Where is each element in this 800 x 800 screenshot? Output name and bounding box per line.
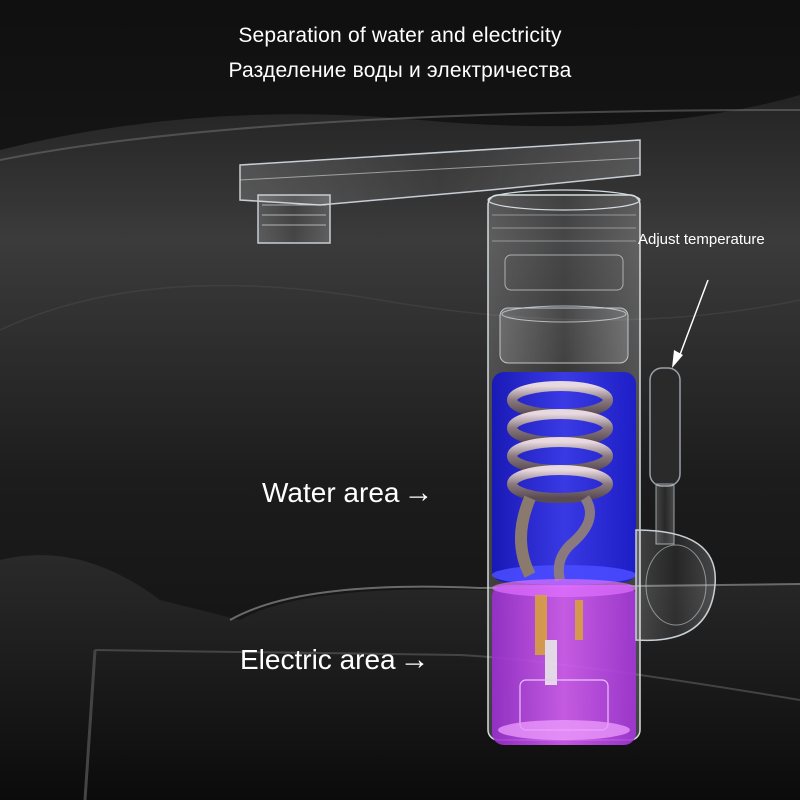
heating-coil [507,381,613,582]
water-area-label: Water area→ [262,476,433,510]
electric-zone [492,585,636,745]
adjust-temperature-label: Adjust temperature [638,231,765,248]
pointer-arrow-icon [672,279,709,368]
temperature-knob [635,367,716,642]
electric-area-text: Electric area [240,644,396,675]
title-english: Separation of water and electricity [238,24,562,47]
spout [239,139,641,244]
title-russian: Разделение воды и электричества [228,59,572,82]
water-area-text: Water area [262,477,400,508]
electric-area-label: Electric area→ [240,643,430,677]
electric-terminals [498,595,630,740]
right-arrow-icon: → [399,643,430,676]
right-arrow-icon: → [403,476,434,509]
